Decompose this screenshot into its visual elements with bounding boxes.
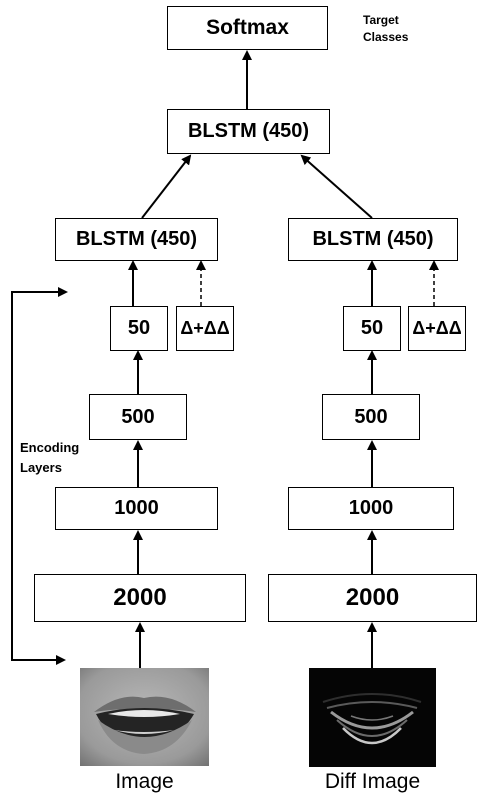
right-blstm-box: BLSTM (450) [288, 218, 458, 261]
right-layer-500-box: 500 [322, 394, 420, 440]
right-deltas-label: Δ+ΔΔ [412, 318, 462, 338]
right-input-caption: Diff Image [324, 770, 421, 793]
left-input-caption: Image [115, 770, 174, 793]
arrow-left-blstm-to-merge [141, 154, 192, 219]
left-layer-500-box: 500 [89, 394, 187, 440]
target-classes-label: Target Classes [363, 13, 409, 44]
left-layer-1000-box: 1000 [55, 487, 218, 530]
arrow-right-blstm-to-merge [300, 154, 373, 219]
encoding-bracket-line [11, 291, 66, 661]
blstm-merge-box: BLSTM (450) [167, 109, 330, 154]
left-layer-2000-label: 2000 [113, 584, 167, 611]
softmax-label: Softmax [206, 16, 289, 39]
left-layer-1000-label: 1000 [114, 497, 159, 519]
right-bottleneck-label: 50 [360, 317, 384, 339]
left-deltas-box: Δ+ΔΔ [176, 306, 234, 351]
right-layer-1000-box: 1000 [288, 487, 454, 530]
right-bottleneck-box: 50 [343, 306, 401, 351]
left-blstm-box: BLSTM (450) [55, 218, 218, 261]
right-layer-2000-box: 2000 [268, 574, 477, 622]
encoding-layers-label: Encoding Layers [20, 440, 80, 475]
mouth-image [80, 668, 209, 766]
right-blstm-label: BLSTM (450) [312, 228, 434, 250]
softmax-box: Softmax [167, 6, 328, 50]
right-layer-2000-label: 2000 [345, 584, 400, 611]
left-deltas-label: Δ+ΔΔ [180, 318, 230, 338]
left-bottleneck-box: 50 [110, 306, 168, 351]
left-layer-2000-box: 2000 [34, 574, 246, 622]
diff-image [309, 668, 436, 767]
left-layer-500-label: 500 [121, 405, 155, 428]
left-blstm-label: BLSTM (450) [75, 228, 198, 250]
right-layer-1000-label: 1000 [348, 497, 394, 519]
right-layer-500-label: 500 [354, 405, 388, 428]
right-deltas-box: Δ+ΔΔ [408, 306, 466, 351]
blstm-merge-label: BLSTM (450) [187, 120, 310, 142]
left-bottleneck-label: 50 [127, 317, 151, 339]
